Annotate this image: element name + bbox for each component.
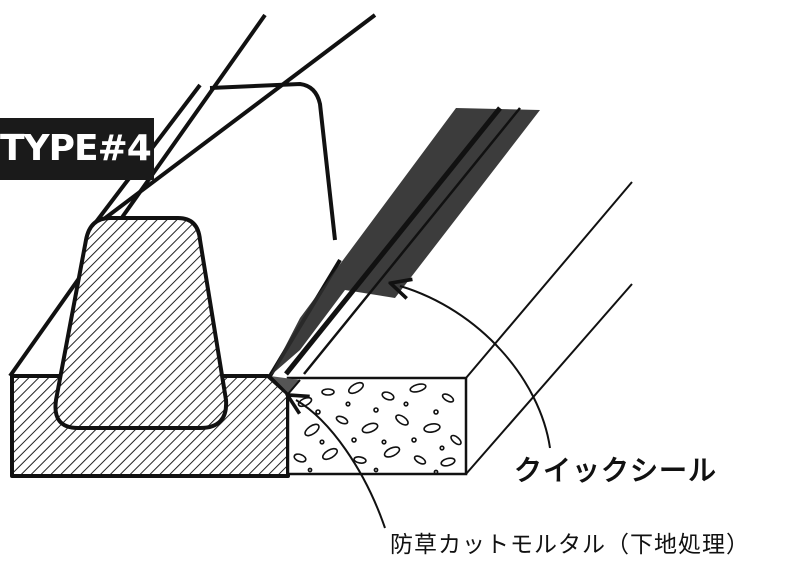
type-label: TYPE#4 (0, 118, 154, 180)
curb-top-section (53, 216, 229, 430)
quick-seal-tape (269, 106, 540, 396)
quick-seal-label: クイックシール (514, 454, 718, 487)
mortar-label: 防草カットモルタル（下地処理） (390, 532, 750, 558)
mortar-leader (296, 400, 386, 529)
mortar-block (286, 181, 633, 476)
quick-seal-leader (400, 286, 551, 449)
